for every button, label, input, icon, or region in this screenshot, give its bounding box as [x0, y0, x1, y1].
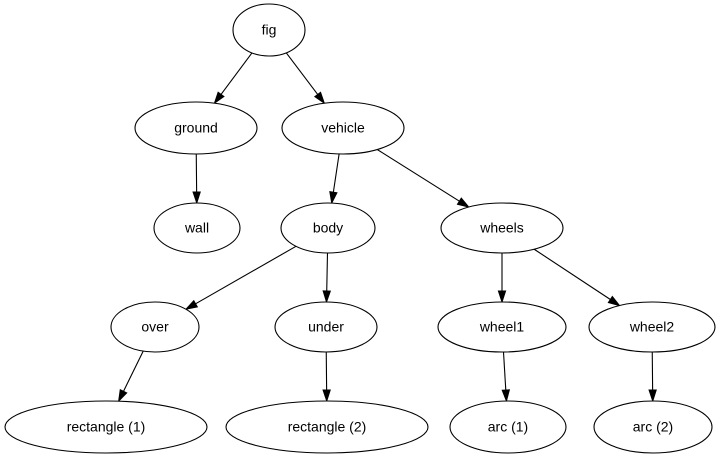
node-wall[interactable]: wall — [153, 202, 241, 254]
edge-vehicle-to-wheels — [376, 149, 460, 202]
node-shape-body — [280, 202, 376, 254]
arrowhead-wheels-to-wheel2 — [607, 295, 621, 307]
node-wheel2[interactable]: wheel2 — [588, 301, 716, 353]
node-shape-arc2 — [593, 400, 713, 454]
node-wheel1[interactable]: wheel1 — [437, 301, 567, 353]
node-shape-wheel1 — [437, 301, 567, 353]
arrowhead-body-to-over — [184, 299, 199, 311]
arrowhead-vehicle-to-body — [329, 191, 338, 205]
node-shape-vehicle — [281, 101, 405, 155]
node-over[interactable]: over — [110, 301, 200, 353]
edge-fig-to-ground — [220, 52, 253, 95]
edge-wheels-to-wheel2 — [533, 248, 611, 300]
node-body[interactable]: body — [280, 202, 376, 254]
node-wheels[interactable]: wheels — [440, 202, 564, 254]
edge-body-to-under — [326, 252, 329, 292]
node-shape-under — [274, 301, 378, 353]
edge-vehicle-to-body — [332, 153, 340, 193]
node-ground[interactable]: ground — [134, 101, 258, 155]
edge-fig-to-vehicle — [285, 52, 319, 95]
node-shape-wheel2 — [588, 301, 716, 353]
arrowhead-fig-to-vehicle — [313, 91, 326, 105]
node-arc2[interactable]: arc (2) — [593, 400, 713, 454]
node-shape-wheels — [440, 202, 564, 254]
node-shape-fig — [232, 3, 306, 57]
arrowhead-wheel2-to-arc2 — [648, 389, 657, 403]
node-rectangle2[interactable]: rectangle (2) — [225, 400, 429, 454]
node-vehicle[interactable]: vehicle — [281, 101, 405, 155]
node-arc1[interactable]: arc (1) — [449, 400, 567, 454]
node-shape-wall — [153, 202, 241, 254]
edges-layer — [117, 52, 657, 403]
node-under[interactable]: under — [274, 301, 378, 353]
node-shape-arc1 — [449, 400, 567, 454]
arrowhead-wheel1-to-arc1 — [501, 389, 511, 403]
node-fig[interactable]: fig — [232, 3, 306, 57]
arrowhead-fig-to-ground — [213, 91, 225, 105]
edge-over-to-rectangle1 — [122, 350, 144, 392]
node-shape-rectangle2 — [225, 400, 429, 454]
nodes-layer: fig ground vehicle wall body wheels over under w… — [4, 3, 716, 454]
arrowhead-body-to-under — [322, 290, 332, 304]
arrowhead-under-to-rectangle2 — [322, 389, 331, 403]
node-shape-rectangle1 — [4, 400, 208, 454]
node-rectangle1[interactable]: rectangle (1) — [4, 400, 208, 454]
arrowhead-ground-to-wall — [192, 191, 201, 205]
edge-body-to-over — [195, 245, 297, 305]
node-shape-over — [110, 301, 200, 353]
arrowhead-over-to-rectangle1 — [117, 388, 128, 403]
node-shape-ground — [134, 101, 258, 155]
arrowhead-vehicle-to-wheels — [456, 197, 471, 208]
edge-wheel1-to-arc1 — [502, 351, 507, 391]
arrowhead-wheels-to-wheel1 — [497, 290, 507, 304]
